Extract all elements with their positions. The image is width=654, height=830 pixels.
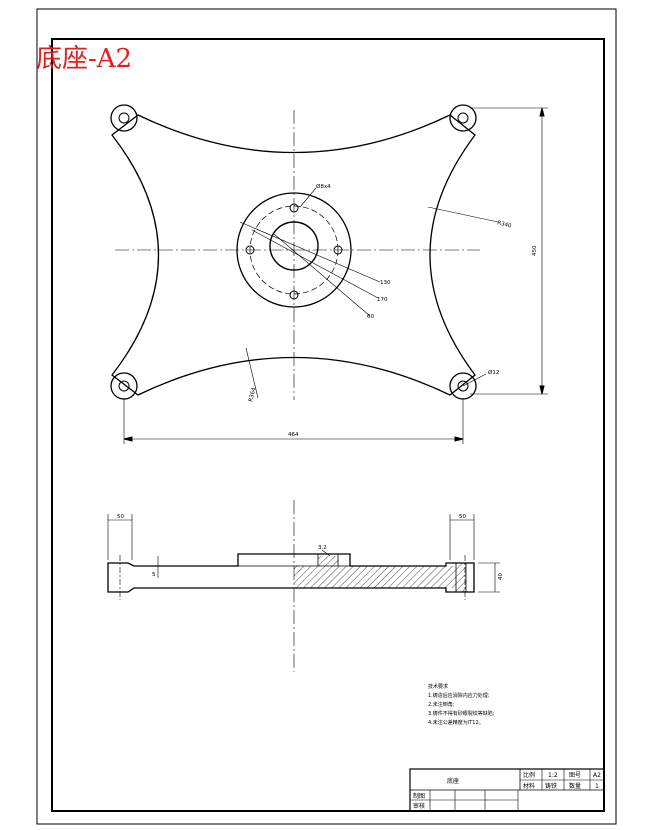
tb-quantity-label: 数量 [569,782,581,790]
label-section-right: 50 [459,514,466,520]
leader-pcd [299,187,317,208]
section-hatch-hub [318,556,338,566]
label-170: 170 [377,297,388,303]
section-view [107,500,500,672]
lug-bottom-left [110,372,138,400]
label-r340: R340 [496,220,512,230]
dim-arrow-width-left [123,436,133,442]
tb-material-value: 铸铁 [545,782,557,790]
label-height: 450 [532,245,538,256]
section-outline [107,553,475,593]
dim-arrow-width-right [454,436,464,442]
notes-line-1: 1.铸造后应消除内应力处理; [428,692,490,699]
top-view-labels: R340 450 464 R364 Ø12 Ø8x4 130 170 60 [248,183,538,438]
lug-hole-top-left [118,112,130,124]
label-130: 130 [380,280,391,286]
label-60: 60 [367,314,374,320]
leader-r340 [427,206,499,223]
dim-arrow-height-bottom [539,385,545,395]
leader-170 [251,229,379,299]
inner-frame [51,38,605,812]
lug-hole-top-right [457,112,469,124]
label-section-left: 50 [117,514,124,520]
bolt-hole-top [289,203,299,213]
label-section-step: 5 [152,572,156,578]
notes-line-4: 4.未注公差精度为IT12。 [428,719,484,726]
leader-130 [239,221,381,283]
label-section-hub: 3.2 [318,545,327,551]
section-hatch-lug [456,563,466,592]
title-block [409,768,605,812]
tb-scale-value: 1:2 [548,772,558,779]
label-hole: Ø12 [488,369,499,376]
label-r364: R364 [248,387,258,403]
bolt-hole-right [333,245,343,255]
hub-bore [269,221,319,271]
notes-line-2: 2.未注倒角; [428,701,455,708]
sdim-hub-leader [321,549,331,557]
tb-checked-label: 审核 [413,802,425,810]
lug-top-left [110,104,138,132]
section-labels: 50 50 40 5 3.2 [117,514,504,580]
lug-hole-bottom-left [118,380,130,392]
base-outline [111,114,476,396]
tb-part-name: 底座 [447,777,459,785]
tb-drawing-no-value: A2 [593,772,601,779]
tb-drawing-no-label: 图号 [569,772,581,779]
tb-material-label: 材料 [523,782,535,790]
leader-r364 [245,347,259,399]
lug-top-right [449,104,477,132]
outer-border [36,8,617,825]
lug-hole-bottom-right [457,380,469,392]
notes-heading: 技术要求 [428,683,448,690]
tb-drawn-label: 制图 [413,792,425,800]
leader-60 [273,233,371,317]
label-pcd: Ø8x4 [316,183,331,190]
tb-scale-label: 比例 [523,771,535,779]
label-width: 464 [288,432,299,438]
dim-arrow-height-top [539,107,545,117]
hub-pitch-circle [249,205,339,295]
tb-quantity-value: 1 [595,783,599,790]
title-block-text: 底座 比例 1:2 图号 A2 材料 铸铁 数量 1 制图 审核 [413,771,601,810]
label-section-height: 40 [498,573,504,580]
bolt-hole-left [245,245,255,255]
technical-notes: 技术要求 1.铸造后应消除内应力处理; 2.未注倒角; 3.铸件不得有砂眼裂纹等… [428,683,495,726]
notes-line-3: 3.铸件不得有砂眼裂纹等缺陷; [428,710,495,717]
hub-outer [236,192,352,308]
section-hatch-body [294,566,456,588]
leader-hole [462,373,487,387]
top-view [110,104,548,444]
drawing-title: 底座-A2 [36,44,133,74]
bolt-hole-bottom [289,290,299,300]
